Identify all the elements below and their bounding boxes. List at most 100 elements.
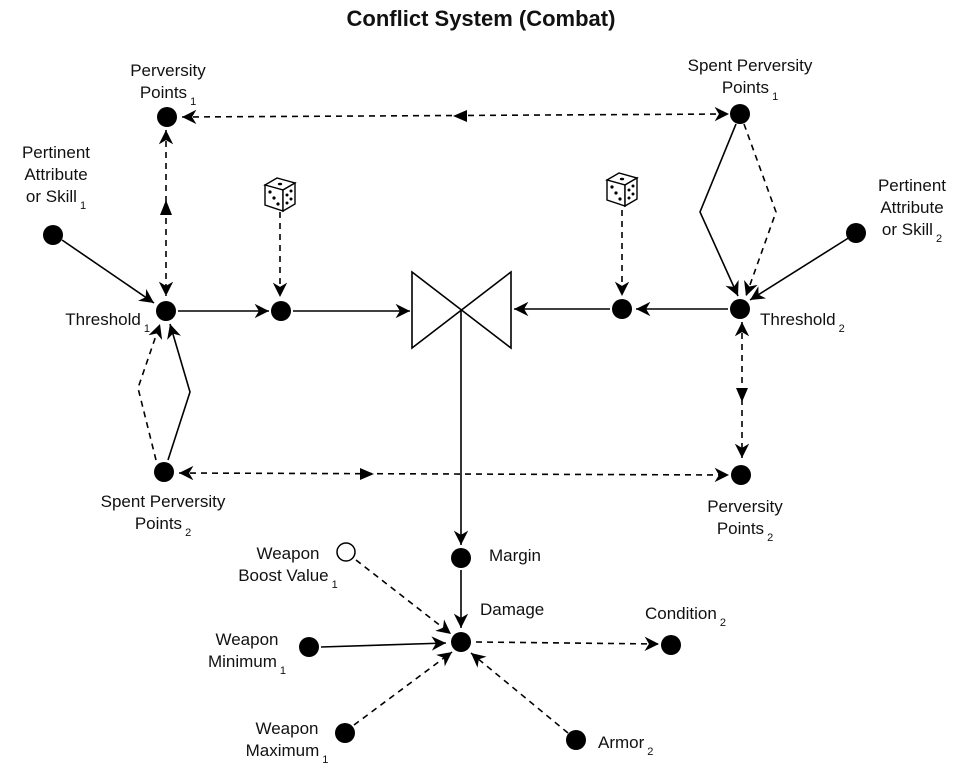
- node-spent-perversity-points-2: [154, 462, 174, 482]
- node-spent-perversity-points-1: [730, 104, 750, 124]
- edge-damage-condition: [475, 636, 660, 652]
- label-line: Pertinent: [0, 142, 112, 164]
- label-text: Threshold: [760, 310, 836, 329]
- label-subscript: 2: [185, 527, 192, 539]
- label-text: Attribute: [24, 165, 88, 184]
- node-perversity-points-1: [157, 107, 177, 127]
- compare-node: [411, 270, 512, 350]
- edge-spp1-threshold2-a: [699, 123, 739, 297]
- label-subscript: 1: [79, 200, 87, 212]
- label-text: Points: [134, 514, 183, 533]
- dice-icon: [605, 172, 639, 208]
- edge-pp1-spp1: [181, 106, 730, 125]
- label-line: Attribute: [862, 197, 962, 219]
- label-damage: Damage: [480, 599, 544, 621]
- label-text: Perversity: [130, 61, 206, 80]
- node-weapon-minimum: [299, 637, 319, 657]
- node-threshold-1: [156, 301, 176, 321]
- label-text: or Skill: [881, 220, 933, 239]
- node-roll-2: [612, 299, 632, 319]
- label-text: Weapon: [215, 630, 279, 649]
- label-text: Boost Value: [238, 566, 329, 585]
- edge-attr2-threshold2: [749, 236, 851, 301]
- label-line: Margin: [489, 545, 541, 567]
- label-subscript: 1: [143, 323, 150, 335]
- label-text: Maximum: [245, 741, 320, 760]
- edge-armor-damage: [470, 652, 569, 734]
- edge-wmax-damage: [353, 651, 453, 726]
- edge-spp1-threshold2-b: [743, 123, 777, 297]
- node-damage: [451, 632, 471, 652]
- label-text: Spent Perversity: [100, 492, 226, 511]
- label-line: Pertinent: [862, 175, 962, 197]
- edge-marker: [736, 388, 748, 402]
- edge-marker: [360, 468, 374, 480]
- label-subscript: 2: [935, 233, 943, 245]
- label-line: Spent Perversity: [660, 55, 840, 77]
- node-margin: [451, 548, 471, 568]
- label-subscript: 1: [772, 91, 779, 103]
- label-line: Spent Perversity: [68, 491, 258, 513]
- node-pertinent-attribute-2: [846, 223, 866, 243]
- label-subscript: 1: [322, 754, 329, 766]
- node-threshold-2: [730, 299, 750, 319]
- label-line: Perversity: [680, 496, 810, 518]
- label-text: Pertinent: [877, 176, 947, 195]
- label-subscript: 2: [838, 323, 845, 335]
- label-text: Armor: [598, 733, 645, 752]
- label-subscript: 2: [719, 617, 726, 629]
- label-text: or Skill: [25, 187, 77, 206]
- label-line: Perversity: [108, 60, 228, 82]
- label-line: Attribute: [0, 164, 112, 186]
- label-subscript: 1: [331, 579, 338, 591]
- label-line: Weapon: [192, 629, 302, 651]
- node-pertinent-attribute-1: [43, 225, 63, 245]
- edge-spp2-threshold1-a: [137, 323, 163, 461]
- node-condition: [661, 635, 681, 655]
- label-subscript: 1: [190, 96, 197, 108]
- label-subscript: 2: [647, 746, 654, 758]
- label-text: Pertinent: [21, 143, 91, 162]
- label-margin: Margin: [489, 545, 541, 567]
- label-text: Minimum: [207, 652, 277, 671]
- node-perversity-points-2: [731, 465, 751, 485]
- label-text: Damage: [480, 600, 545, 619]
- node-armor: [566, 730, 586, 750]
- edge-boost-damage: [355, 559, 452, 635]
- label-text: Spent Perversity: [687, 56, 813, 75]
- label-text: Attribute: [880, 198, 944, 217]
- edge-wmin-damage: [320, 636, 447, 651]
- label-text: Margin: [489, 546, 541, 565]
- node-weapon-maximum: [335, 723, 355, 743]
- label-text: Points: [721, 78, 770, 97]
- label-text: Perversity: [707, 497, 783, 516]
- label-text: Threshold: [65, 310, 141, 329]
- diagram-title: Conflict System (Combat): [346, 6, 616, 31]
- node-weapon-boost-value: [336, 542, 356, 562]
